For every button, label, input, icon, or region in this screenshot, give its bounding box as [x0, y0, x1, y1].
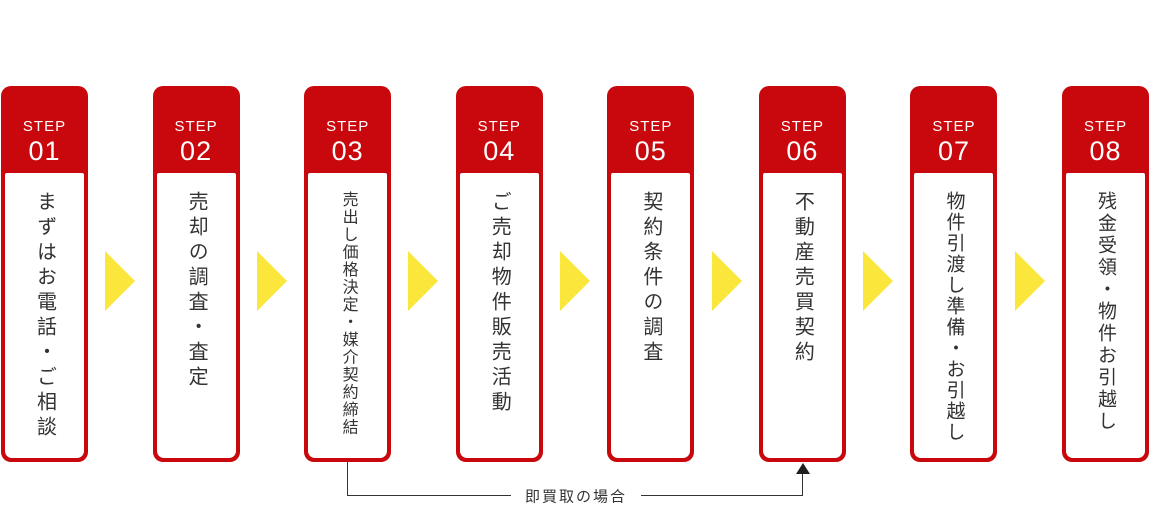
step-card-header: STEP 07: [910, 86, 997, 173]
step-label: STEP: [1083, 117, 1128, 135]
step-text: まずはお電話・ご相談: [33, 191, 56, 441]
arrow-cell: [240, 86, 305, 462]
arrow-right-icon: [256, 251, 287, 311]
arrow-cell: [391, 86, 456, 462]
arrow-right-icon: [105, 251, 136, 311]
arrow-right-icon: [711, 251, 742, 311]
step-label: STEP: [174, 117, 218, 135]
step-number: 05: [634, 135, 667, 166]
instant-purchase-label: 即買取の場合: [510, 485, 642, 507]
step-text: ご売却物件販売活動: [488, 191, 511, 416]
step-card-02: STEP 02 売却の調査・査定: [152, 86, 240, 462]
arrow-cell: [846, 86, 911, 462]
bracket-arrowhead-up-icon: [796, 463, 810, 474]
step-card-body: 契約条件の調査: [611, 173, 691, 458]
arrow-cell: [543, 86, 608, 462]
step-label: STEP: [629, 117, 673, 135]
step-text: 売出し価格決定・媒介契約締結: [339, 191, 357, 436]
step-card-body: 不動産売買契約: [762, 173, 842, 458]
step-card-06: STEP 06 不動産売買契約: [758, 86, 846, 462]
step-card-01: STEP 01 まずはお電話・ご相談: [1, 86, 88, 462]
step-label: STEP: [477, 117, 521, 135]
step-number: 04: [483, 135, 516, 166]
step-card-header: STEP 06: [759, 86, 846, 173]
step-card-header: STEP 05: [607, 86, 694, 173]
step-label: STEP: [326, 117, 370, 135]
step-card-header: STEP 02: [153, 86, 240, 173]
step-label: STEP: [780, 117, 824, 135]
step-card-body: 売却の調査・査定: [156, 173, 236, 458]
bracket-line-left: [347, 462, 348, 496]
step-text: 残金受領・物件お引越し: [1095, 191, 1117, 433]
steps-row: STEP 01 まずはお電話・ご相談 STEP 02 売却の調査・査定 ST: [1, 86, 1150, 462]
step-card-07: STEP 07 物件引渡し準備・お引越し: [910, 86, 998, 462]
step-card-body: 売出し価格決定・媒介契約締結: [308, 173, 388, 458]
arrow-right-icon: [408, 251, 439, 311]
step-card-body: 残金受領・物件お引越し: [1066, 173, 1146, 458]
arrow-cell: [88, 86, 153, 462]
step-text: 物件引渡し準備・お引越し: [943, 191, 965, 443]
step-text: 不動産売買契約: [791, 191, 814, 366]
step-number: 06: [786, 135, 819, 166]
step-card-body: 物件引渡し準備・お引越し: [914, 173, 994, 458]
arrow-right-icon: [560, 251, 591, 311]
step-number: 03: [331, 135, 364, 166]
step-text: 契約条件の調査: [639, 191, 662, 366]
step-card-header: STEP 08: [1062, 86, 1149, 173]
step-card-header: STEP 04: [456, 86, 543, 173]
step-label: STEP: [22, 117, 67, 135]
step-number: 02: [180, 135, 213, 166]
bracket-line-right: [802, 473, 803, 496]
step-number: 07: [937, 135, 970, 166]
step-card-05: STEP 05 契約条件の調査: [607, 86, 695, 462]
arrow-right-icon: [863, 251, 894, 311]
step-card-body: ご売却物件販売活動: [459, 173, 539, 458]
step-number: 08: [1089, 135, 1122, 166]
arrow-right-icon: [1014, 251, 1045, 311]
step-card-08: STEP 08 残金受領・物件お引越し: [1062, 86, 1150, 462]
step-card-header: STEP 01: [1, 86, 88, 173]
step-card-header: STEP 03: [304, 86, 391, 173]
step-card-body: まずはお電話・ご相談: [5, 173, 84, 458]
arrow-cell: [997, 86, 1062, 462]
arrow-cell: [694, 86, 759, 462]
step-label: STEP: [932, 117, 976, 135]
step-number: 01: [28, 135, 61, 166]
step-card-04: STEP 04 ご売却物件販売活動: [455, 86, 543, 462]
step-text: 売却の調査・査定: [185, 191, 208, 391]
step-card-03: STEP 03 売出し価格決定・媒介契約締結: [304, 86, 392, 462]
